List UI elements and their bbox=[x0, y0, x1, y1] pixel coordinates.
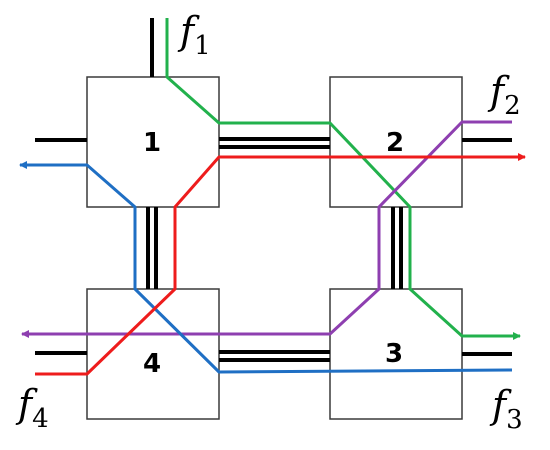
flow-f4-path bbox=[35, 153, 526, 376]
node-3-label: 3 bbox=[385, 339, 403, 369]
node-1-label: 1 bbox=[143, 128, 161, 158]
flow-f4-label: f4 bbox=[15, 382, 49, 434]
link-1-4 bbox=[146, 207, 158, 289]
flow-f2-label: f2 bbox=[487, 69, 521, 121]
node-4-label: 4 bbox=[143, 349, 161, 379]
flow-f3-path bbox=[19, 161, 513, 374]
flow-f1-label: f1 bbox=[177, 9, 211, 61]
link-1-2 bbox=[219, 137, 330, 149]
node-3-box bbox=[329, 288, 463, 420]
flow-f1-path bbox=[165, 18, 521, 340]
link-2-3 bbox=[391, 207, 403, 289]
node-2-label: 2 bbox=[386, 128, 404, 158]
flow-f2-path bbox=[21, 120, 512, 338]
node-2-box bbox=[329, 76, 463, 208]
link-4-3 bbox=[219, 350, 330, 362]
flow-f3-label: f3 bbox=[489, 383, 523, 435]
